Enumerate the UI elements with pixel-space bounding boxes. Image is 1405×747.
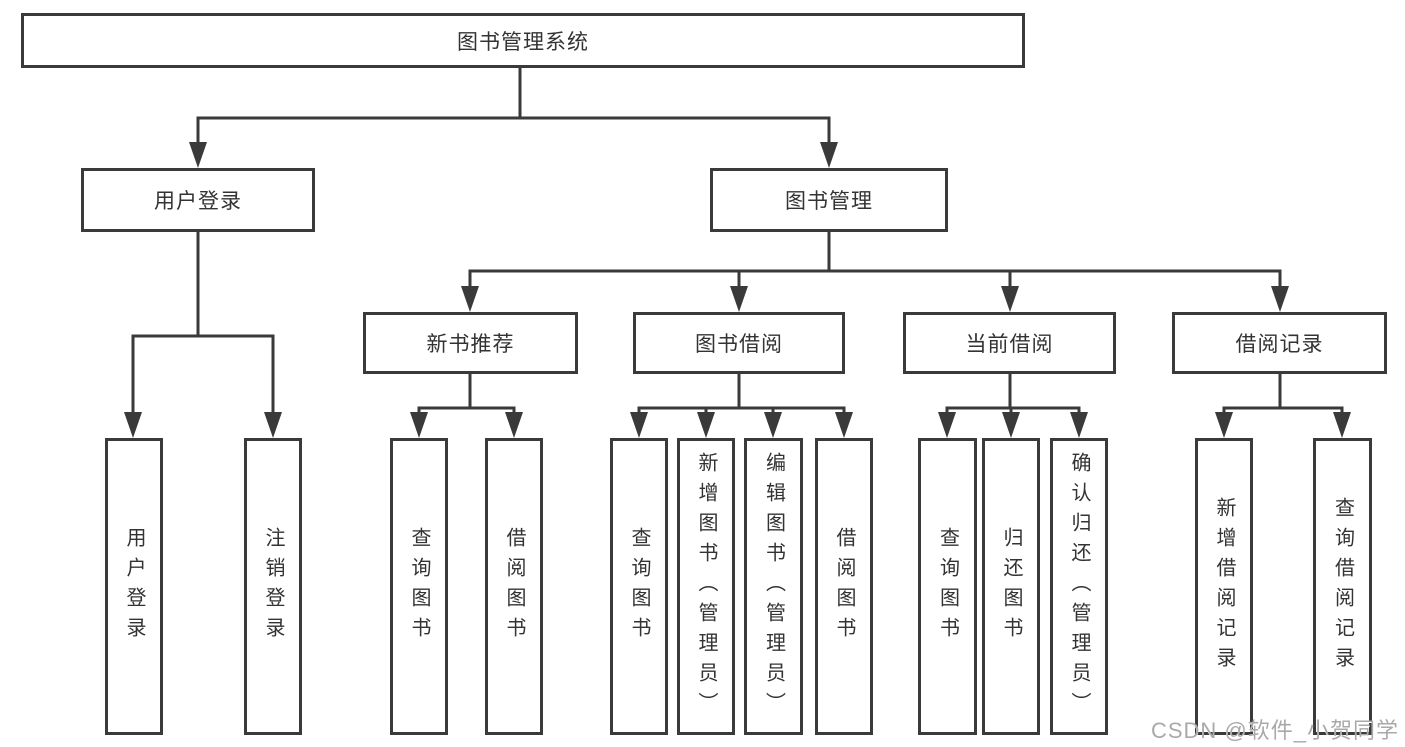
leaf-borrow-borrow-books: 借阅图书 <box>815 438 873 735</box>
leaf-current-return-books: 归还图书 <box>982 438 1040 735</box>
node-book-management: 图书管理 <box>710 168 948 232</box>
csdn-watermark: CSDN @软件_小贺同学 <box>1150 718 1399 743</box>
leaf-borrow-add-books-admin: 新增图书（管理员） <box>677 438 735 735</box>
leaf-recommend-borrow-books: 借阅图书 <box>485 438 543 735</box>
node-root-system: 图书管理系统 <box>21 13 1025 68</box>
leaf-logout: 注销登录 <box>244 438 302 735</box>
leaf-borrow-edit-books-admin: 编辑图书（管理员） <box>744 438 803 735</box>
leaf-borrow-query-books: 查询图书 <box>610 438 668 735</box>
node-book-borrow: 图书借阅 <box>633 312 845 374</box>
leaf-records-add-record: 新增借阅记录 <box>1195 438 1253 735</box>
node-borrow-records: 借阅记录 <box>1172 312 1387 374</box>
leaf-user-login: 用户登录 <box>105 438 163 735</box>
leaf-current-query-books: 查询图书 <box>918 438 977 735</box>
leaf-records-query-record: 查询借阅记录 <box>1313 438 1372 735</box>
leaf-recommend-query-books: 查询图书 <box>390 438 448 735</box>
node-new-book-recommend: 新书推荐 <box>363 312 578 374</box>
leaf-current-confirm-return-admin: 确认归还（管理员） <box>1050 438 1108 735</box>
node-user-login: 用户登录 <box>81 168 315 232</box>
node-current-borrow: 当前借阅 <box>903 312 1116 374</box>
